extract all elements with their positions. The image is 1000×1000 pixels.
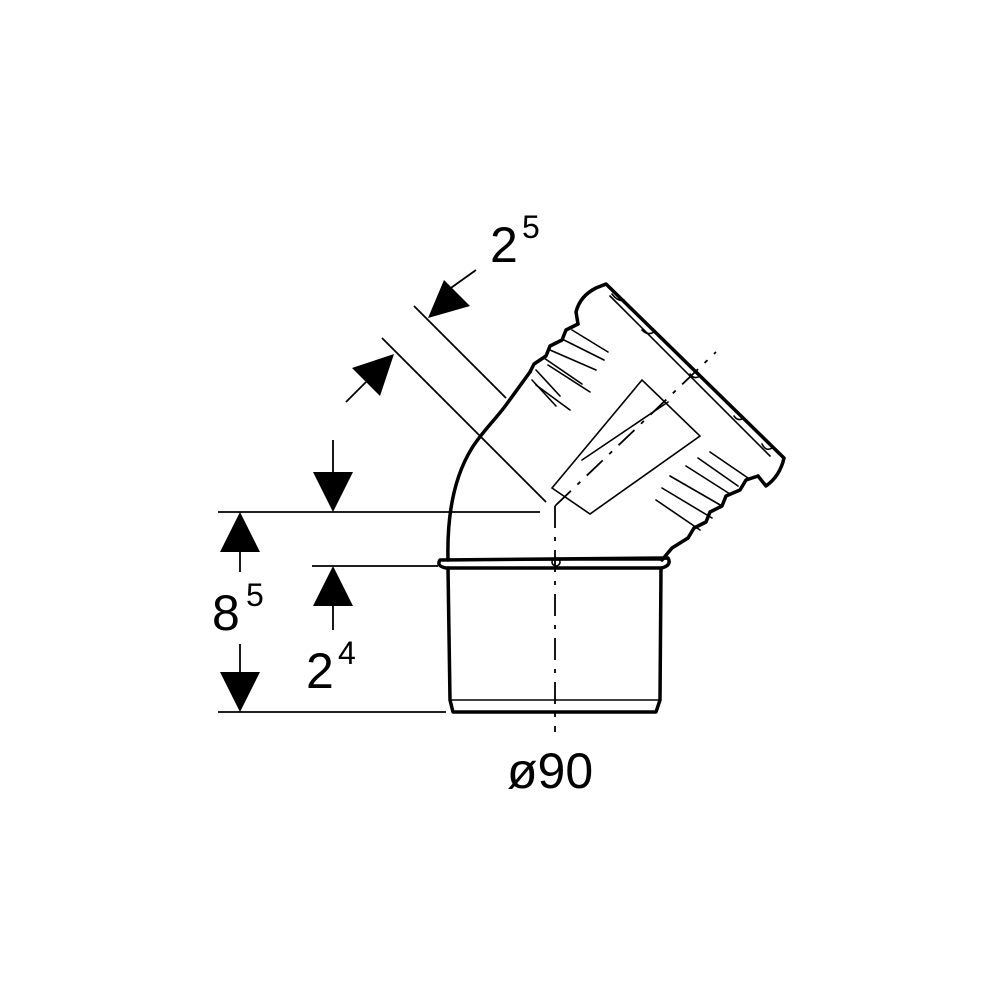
arrow-angled-upper [428, 280, 470, 318]
pipe-fitting [437, 282, 786, 732]
label-socket-depth-angled-sup: 5 [522, 209, 540, 245]
thread-ribs-right [655, 451, 760, 540]
label-diameter: ø90 [507, 743, 593, 799]
label-socket-depth-angled: 2 [490, 217, 518, 273]
bead-ring [437, 556, 671, 570]
bend-right-wall [660, 536, 690, 562]
arrow-down-socket-depth [313, 472, 353, 512]
inner-seal-outline [550, 378, 702, 515]
dim-angled-line-upper [447, 269, 477, 291]
label-overall-height-sup: 5 [246, 577, 264, 613]
arrow-angled-lower [352, 354, 394, 396]
dimension-labels: 2 5 8 5 2 4 ø90 [212, 209, 593, 799]
ext-line-angled-inner [381, 337, 547, 503]
bend-left-wall [446, 370, 532, 562]
arrow-down-overall-height [220, 672, 260, 712]
angled-centerline [554, 351, 717, 507]
socket-head [574, 282, 786, 488]
dimension-lines [218, 269, 547, 713]
arrow-up-overall-height [220, 512, 260, 552]
label-overall-height: 8 [212, 585, 240, 641]
socket-notches [611, 293, 773, 451]
lower-spigot-outline [446, 566, 663, 714]
label-socket-depth-straight: 2 [306, 643, 334, 699]
arrow-up-socket-depth [313, 566, 353, 606]
label-socket-depth-straight-sup: 4 [338, 635, 356, 671]
dim-angled-line-lower [345, 381, 367, 403]
ext-line-angled-outer [413, 305, 507, 399]
thread-ribs-left [528, 322, 609, 411]
centerline-origin-marker [551, 557, 561, 567]
